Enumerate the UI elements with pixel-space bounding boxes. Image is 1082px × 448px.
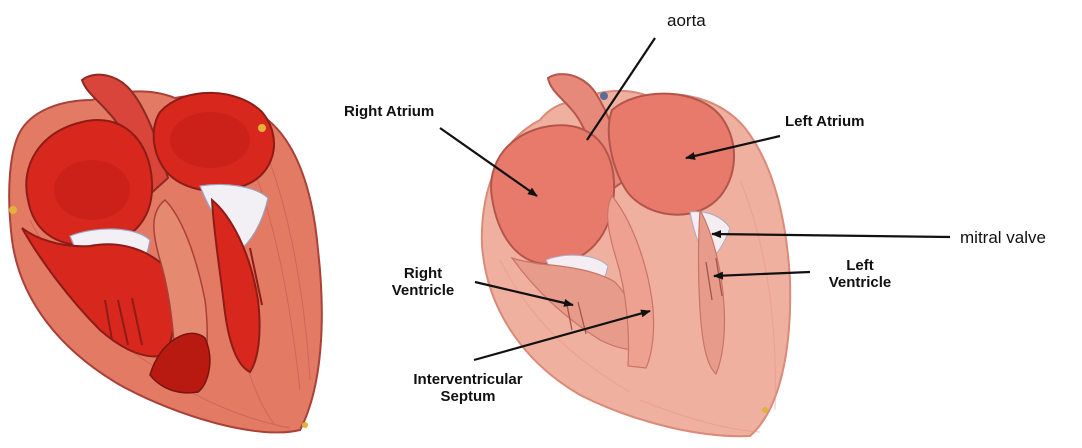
label-right-ventricle-line2: Ventricle xyxy=(378,283,468,300)
label-mitral-valve: mitral valve xyxy=(960,228,1046,247)
label-aorta: aorta xyxy=(667,11,706,30)
label-left-ventricle-line1: Left xyxy=(810,258,910,275)
label-right-ventricle-line1: Right xyxy=(378,266,468,283)
label-septum-line2: Septum xyxy=(388,389,548,406)
label-interventricular-septum: Interventricular Septum xyxy=(388,372,548,406)
label-left-ventricle: Left Ventricle xyxy=(810,258,910,292)
label-left-atrium: Left Atrium xyxy=(785,114,864,131)
left-heart-illustration xyxy=(9,75,322,433)
right-right-atrium xyxy=(491,125,614,264)
label-right-ventricle: Right Ventricle xyxy=(378,266,468,300)
label-septum-line1: Interventricular xyxy=(388,372,548,389)
label-right-atrium: Right Atrium xyxy=(344,104,434,121)
label-left-ventricle-line2: Ventricle xyxy=(810,275,910,292)
